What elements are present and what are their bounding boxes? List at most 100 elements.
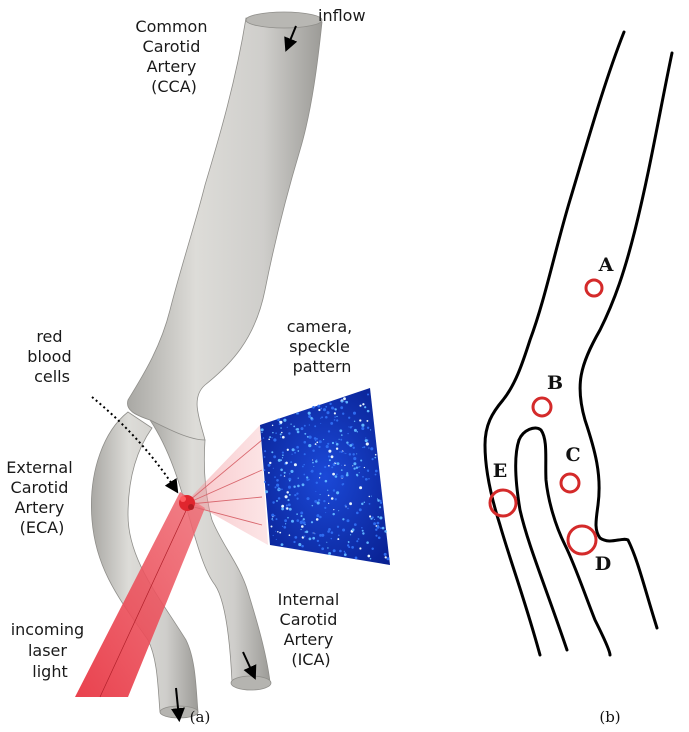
speckle-dot [368, 447, 369, 448]
speckle-dot [325, 406, 327, 408]
speckle-dot [384, 530, 387, 533]
speckle-dot [343, 397, 346, 400]
speckle-dot [337, 462, 340, 465]
speckle-dot [303, 535, 305, 537]
speckle-dot [344, 553, 347, 556]
speckle-dot [316, 441, 318, 443]
speckle-dot [317, 405, 320, 408]
speckle-dot [331, 538, 332, 539]
speckle-dot [287, 517, 289, 519]
speckle-dot [275, 531, 276, 532]
speckle-dot [321, 547, 324, 550]
speckle-dot [268, 472, 270, 474]
speckle-dot [326, 411, 329, 414]
speckle-dot [334, 419, 336, 421]
speckle-dot [336, 491, 339, 494]
speckle-dot [285, 462, 288, 465]
speckle-dot [304, 433, 306, 435]
point-d-marker [568, 526, 596, 554]
speckle-dot [339, 550, 342, 553]
speckle-dot [354, 421, 355, 422]
speckle-dot [352, 465, 353, 466]
speckle-dot [344, 465, 345, 466]
speckle-dot [337, 526, 339, 528]
speckle-dot [289, 480, 291, 482]
speckle-dot [367, 427, 369, 429]
speckle-dot [365, 439, 368, 442]
speckle-dot [356, 512, 359, 515]
speckle-dot [359, 486, 362, 489]
speckle-dot [271, 526, 273, 528]
speckle-dot [359, 405, 361, 407]
speckle-dot [271, 437, 272, 438]
speckle-dot [332, 513, 334, 515]
speckle-dot [344, 551, 345, 552]
speckle-dot [336, 473, 338, 475]
speckle-dot [274, 476, 276, 478]
speckle-dot [368, 478, 370, 480]
speckle-dot [335, 462, 337, 464]
speckle-dot [323, 408, 326, 411]
speckle-dot [362, 403, 364, 405]
point-c-label: C [565, 444, 580, 466]
speckle-dot [302, 466, 304, 468]
speckle-dot [328, 430, 330, 432]
speckle-dot [290, 423, 291, 424]
speckle-dot [297, 450, 299, 452]
speckle-dot [319, 473, 321, 475]
speckle-dot [331, 497, 334, 500]
speckle-dot [304, 441, 307, 444]
speckle-dot [354, 523, 357, 526]
speckle-dot [344, 453, 345, 454]
speckle-dot [296, 513, 298, 515]
speckle-dot [306, 497, 309, 500]
speckle-dot [304, 524, 305, 525]
speckle-dot [367, 555, 370, 558]
speckle-dot [334, 412, 336, 414]
point-a-marker [586, 280, 602, 296]
speckle-dot [335, 498, 337, 500]
caption-b: (b) [599, 708, 620, 726]
speckle-dot [304, 453, 306, 455]
speckle-dot [335, 442, 336, 443]
speckle-dot [280, 433, 282, 435]
point-b-label: B [547, 372, 563, 394]
speckle-dot [366, 541, 369, 544]
speckle-dot [367, 394, 369, 396]
outline-right-wall [580, 53, 672, 628]
speckle-dot [315, 491, 316, 492]
speckle-dot [336, 416, 337, 417]
point-b-marker [533, 398, 551, 416]
speckle-dot [359, 472, 360, 473]
eca-label: External Carotid Artery (ECA) [6, 458, 77, 537]
speckle-dot [341, 434, 343, 436]
speckle-dot [317, 540, 319, 542]
speckle-dot [275, 486, 277, 488]
speckle-dot [264, 456, 266, 458]
speckle-dot [316, 438, 318, 440]
speckle-dot [261, 432, 262, 433]
speckle-dot [331, 466, 333, 468]
rbc-shadow [188, 504, 194, 510]
speckle-dot [337, 538, 339, 540]
speckle-dot [287, 427, 288, 428]
speckle-dot [362, 476, 364, 478]
speckle-dot [276, 484, 279, 487]
cca-inlet [246, 12, 322, 28]
speckle-dot [347, 544, 349, 546]
speckle-dot [272, 425, 273, 426]
speckle-dot [365, 478, 368, 481]
speckle-dot [355, 557, 358, 560]
speckle-dot [282, 436, 285, 439]
speckle-dot [346, 474, 349, 477]
speckle-dot [378, 537, 381, 540]
speckle-dot [361, 503, 363, 505]
speckle-dot [374, 519, 375, 520]
speckle-dot [345, 453, 346, 454]
speckle-dot [283, 419, 286, 422]
speckle-dot [339, 429, 342, 432]
speckle-dot [276, 479, 279, 482]
speckle-dot [336, 443, 339, 446]
speckle-dot [319, 516, 322, 519]
speckle-dot [284, 472, 286, 474]
